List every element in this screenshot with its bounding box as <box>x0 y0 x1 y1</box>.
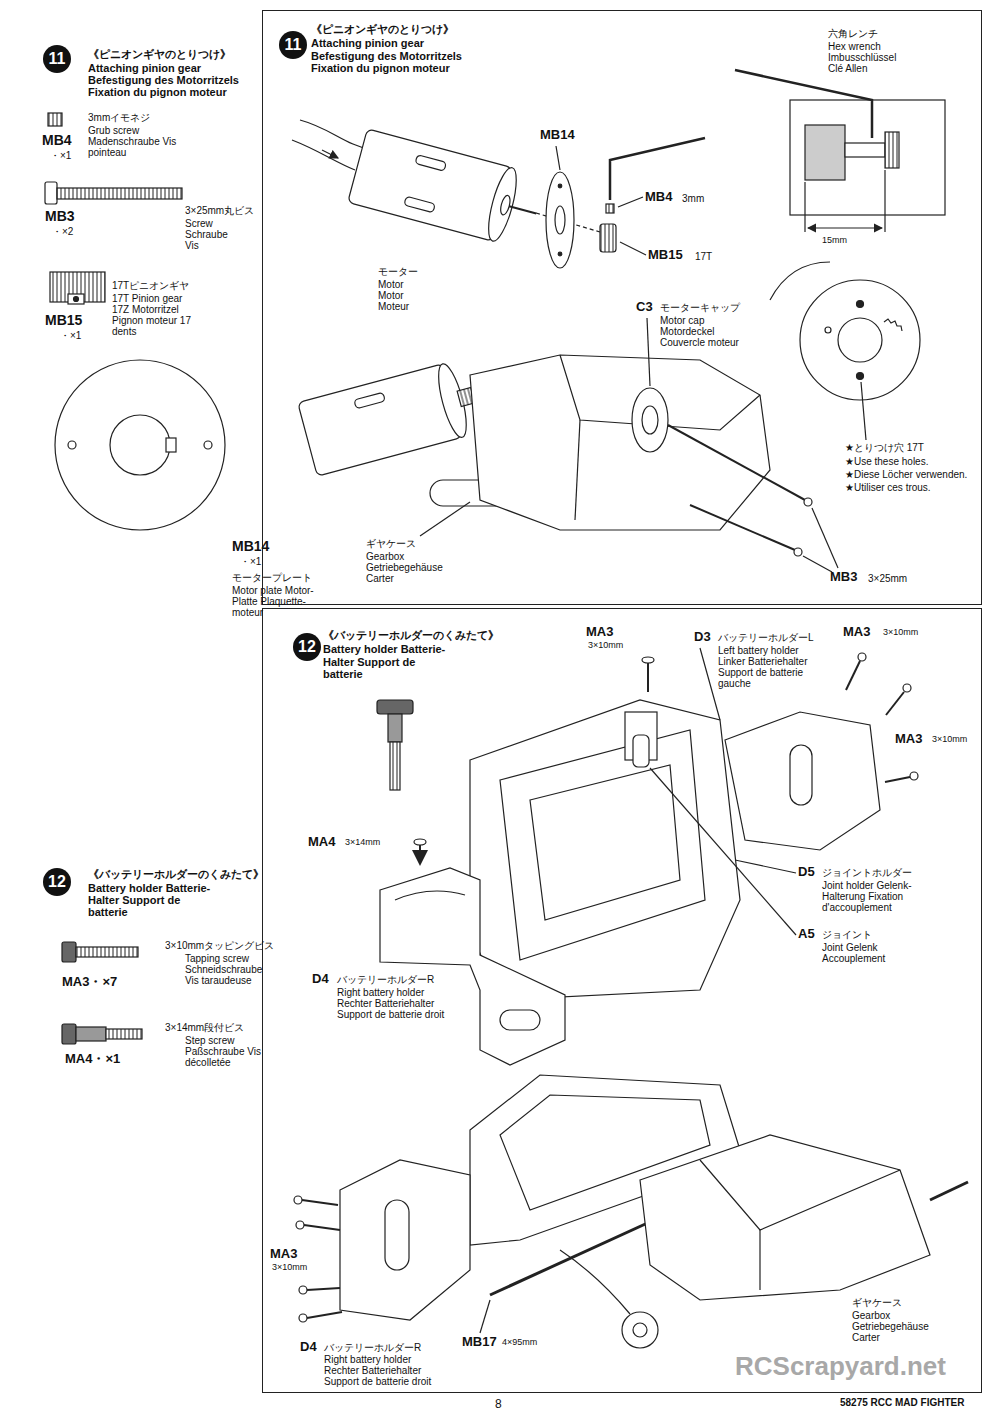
part-name: 17T Pinion gear 17Z Motorritzel Pignon m… <box>112 293 202 337</box>
part-name: Screw Schraube Vis <box>185 218 240 251</box>
dimension: 3×25mm <box>868 573 928 584</box>
part-code: MB4 <box>42 132 92 148</box>
part-name: Battery holder Batterie-Halter Support d… <box>88 882 213 918</box>
part-code: MB3 <box>830 570 870 585</box>
part-name: Right battery holder Rechter Batteriehal… <box>324 1354 449 1387</box>
part-name: 17Tピニオンギヤ <box>112 280 232 291</box>
footer-text: 8 <box>495 1398 515 1412</box>
part-name: ギヤケース <box>852 1297 922 1308</box>
part-name: バッテリーホルダーR <box>337 974 457 985</box>
step-number: 12 <box>293 633 321 661</box>
part-name: Joint holder Gelenk-Halterung Fixation d… <box>822 880 942 913</box>
part-code: ・×1 <box>240 556 280 568</box>
part-code: MA3 <box>843 625 883 640</box>
dimension: 3×10mm <box>883 628 938 638</box>
part-name: モータープレート <box>232 572 332 583</box>
part-code: MA3 <box>270 1247 305 1262</box>
step-number: 11 <box>279 31 307 59</box>
part-name: モーターキャップ <box>660 302 760 313</box>
part-code: D4 <box>300 1340 325 1355</box>
dimension: 3×10mm <box>272 1263 322 1273</box>
step-title: 《ピニオンギヤのとりつけ》 <box>311 23 531 36</box>
part-name: ジョイントホルダー <box>822 867 932 878</box>
part-code: MA4・×1 <box>65 1052 145 1067</box>
part-name: Motor cap Motordeckel Couvercle moteur <box>660 315 760 348</box>
dimension: 3×10mm <box>932 735 977 745</box>
step-panel: 11 《ピニオンギヤのとりつけ》Attaching pinion gear Bef… <box>262 10 982 605</box>
part-name: 《バッテリーホルダーのくみたて》 <box>88 868 308 880</box>
part-name: モーター <box>378 266 438 277</box>
part-name: ジョイント <box>822 929 902 940</box>
part-code: MA3 <box>895 732 935 747</box>
part-code: MB14 <box>540 128 590 143</box>
part-name: Attaching pinion gear Befestigung des Mo… <box>88 62 253 98</box>
part-name: Hex wrench Imbusschlüssel Clé Allen <box>828 41 908 74</box>
part-code: MB4 <box>645 190 685 205</box>
part-code: MA4 <box>308 835 343 850</box>
part-code: D5 <box>798 865 823 880</box>
part-name: 3×14mm段付ビス <box>165 1022 285 1033</box>
part-code: D3 <box>694 630 719 645</box>
note: ★Diese Löcher verwenden. <box>845 469 975 480</box>
part-code: MA3・×7 <box>62 975 142 990</box>
part-name: Motor plate Motor-Platte Plaquette-moteu… <box>232 585 317 618</box>
part-code: D4 <box>312 972 337 987</box>
part-code: ・×1 <box>60 330 100 342</box>
part-name: Grub screw Madenschraube Vis pointeau <box>88 125 178 158</box>
part-name: Step screw Paßschraube Vis décolletée <box>185 1035 270 1068</box>
part-name: 《ピニオンギヤのとりつけ》 <box>88 48 308 60</box>
step-title-translation: Attaching pinion gear Befestigung des Mo… <box>311 37 481 75</box>
part-name: ギヤケース <box>366 538 436 549</box>
part-code: C3 <box>636 300 661 315</box>
part-name: 3mmイモネジ <box>88 112 208 123</box>
dimension: 3×10mm <box>588 641 638 651</box>
part-code: MB3 <box>45 208 95 224</box>
footer-text: 58275 RCC MAD FIGHTER <box>840 1397 990 1409</box>
part-name: Tapping screw Schneidschraube Vis taraud… <box>185 953 270 986</box>
part-code: ・×1 <box>50 150 90 162</box>
part-code: MA3 <box>586 625 626 640</box>
part-name: Left battery holder Linker Batteriehalte… <box>718 645 828 689</box>
dimension: 4×95mm <box>502 1338 552 1348</box>
part-code: ・×2 <box>52 226 92 238</box>
note: ★Utiliser ces trous. <box>845 482 975 493</box>
part-name: バッテリーホルダーL <box>718 632 838 643</box>
part-name: 3×25mm丸ビス <box>185 205 305 216</box>
note: ★とりつけ穴 17T <box>845 442 965 453</box>
step-title-translation: Battery holder Batterie-Halter Support d… <box>323 643 453 681</box>
part-code: MB17 <box>462 1335 502 1350</box>
part-name: 3×10mmタッピングビス <box>165 940 295 951</box>
step-number: 12 <box>43 868 71 896</box>
dimension: 15mm <box>822 236 867 246</box>
part-code: MB15 <box>45 312 100 328</box>
dimension: 3×14mm <box>345 838 395 848</box>
step-title: 《バッテリーホルダーのくみたて》 <box>323 629 563 642</box>
part-name: Joint Gelenk Accouplement <box>822 942 902 964</box>
part-name: Right battery holder Rechter Batteriehal… <box>337 987 462 1020</box>
part-name: Gearbox Getriebegehäuse Carter <box>366 551 456 584</box>
part-code: A5 <box>798 927 823 942</box>
note: ★Use these holes. <box>845 456 975 467</box>
part-code: MB14 <box>232 538 287 554</box>
dimension: 17T <box>695 251 725 262</box>
step-number: 11 <box>43 45 71 73</box>
dimension: 3mm <box>682 193 722 204</box>
part-code: MB15 <box>648 248 693 263</box>
part-name: Gearbox Getriebegehäuse Carter <box>852 1310 942 1343</box>
part-name: バッテリーホルダーR <box>324 1342 444 1353</box>
part-name: Motor Motor Moteur <box>378 279 423 312</box>
watermark: RCScrapyard.net <box>735 1352 975 1382</box>
part-name: 六角レンチ <box>828 28 928 39</box>
